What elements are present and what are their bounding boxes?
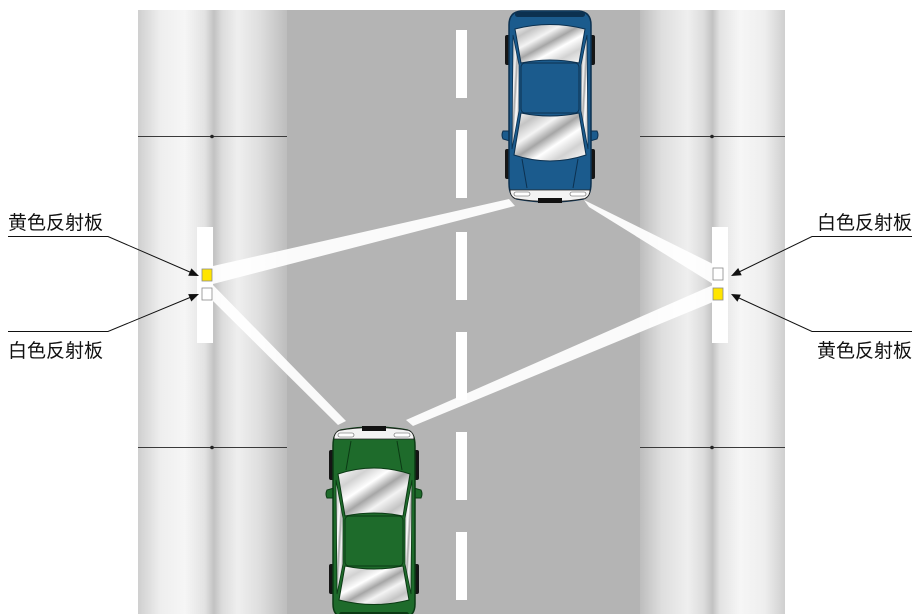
blue-car-windshield <box>513 112 587 162</box>
green-car-mirror-right <box>413 487 423 499</box>
beam-green-car-to-right-yellow-reflector <box>406 285 713 426</box>
right-post <box>712 227 728 343</box>
left-yellow-reflector <box>201 268 213 282</box>
arrowhead-icon <box>188 294 199 302</box>
blue-car-icon <box>501 10 599 203</box>
green-car-icon <box>325 426 423 614</box>
label-right-upper: 白色反射板 <box>817 212 912 234</box>
lane-dash <box>456 30 467 98</box>
green-car-hood-lines <box>345 440 403 471</box>
headlight-beams <box>213 199 713 426</box>
label-right-upper-group: 白色反射板 <box>731 212 912 276</box>
blue-car-grille <box>538 198 562 203</box>
blue-car-rear-bumper <box>515 12 585 17</box>
green-car-mirror-left <box>325 487 335 499</box>
right-yellow-reflector <box>712 287 724 301</box>
beam-green-car-to-left-white-reflector <box>213 285 346 425</box>
arrowhead-icon <box>731 268 742 276</box>
beam-blue-car-to-left-yellow-reflector <box>213 199 515 284</box>
green-car-headlight-left <box>337 432 355 438</box>
green-car-side-window-left <box>335 479 344 595</box>
leader-line <box>8 297 191 332</box>
joint-dot <box>710 445 714 450</box>
blue-car-rear-window <box>514 24 586 64</box>
label-left-upper-group: 黄色反射板 <box>8 212 199 276</box>
blue-car-headlight-left <box>569 191 587 197</box>
leader-line <box>738 297 912 332</box>
sidewalk-joints <box>138 134 785 450</box>
green-car-grille <box>362 426 386 431</box>
right-reflector-post-icon <box>712 227 728 343</box>
leader-line <box>8 236 192 273</box>
green-car-headlight-right <box>393 432 411 438</box>
blue-car-hood-lines <box>521 158 579 189</box>
lane-dash <box>456 332 467 400</box>
label-left-upper: 黄色反射板 <box>8 212 103 234</box>
arrowhead-icon <box>731 294 741 302</box>
leader-line <box>738 236 912 273</box>
green-car-roof <box>344 515 404 567</box>
lane-dash <box>456 232 467 300</box>
label-right-lower-group: 黄色反射板 <box>731 294 912 362</box>
joint-dot <box>210 134 214 139</box>
blue-car-side-window-right <box>511 34 520 150</box>
label-left-lower: 白色反射板 <box>8 340 103 362</box>
label-right-lower: 黄色反射板 <box>817 340 912 362</box>
green-car-windshield <box>337 467 411 517</box>
center-dashed-line <box>456 30 467 600</box>
right-white-reflector <box>712 267 724 281</box>
left-post <box>197 227 213 343</box>
left-white-reflector <box>201 287 213 301</box>
blue-car-mirror-right <box>501 130 511 142</box>
blue-car-side-window-left <box>580 34 589 150</box>
green-car-side-window-right <box>404 479 413 595</box>
label-left-lower-group: 白色反射板 <box>8 294 199 362</box>
joint-dot <box>210 445 214 450</box>
beam-blue-car-to-right-white-reflector <box>584 200 713 284</box>
blue-car-headlight-right <box>513 191 531 197</box>
lane-dash <box>456 532 467 600</box>
lane-dash <box>456 432 467 500</box>
left-reflector-post-icon <box>197 227 213 343</box>
green-car-rear-window <box>338 565 410 605</box>
arrowhead-icon <box>188 268 199 276</box>
lane-dash <box>456 130 467 198</box>
blue-car-roof <box>520 62 580 114</box>
joint-dot <box>710 134 714 139</box>
blue-car-mirror-left <box>589 130 599 142</box>
